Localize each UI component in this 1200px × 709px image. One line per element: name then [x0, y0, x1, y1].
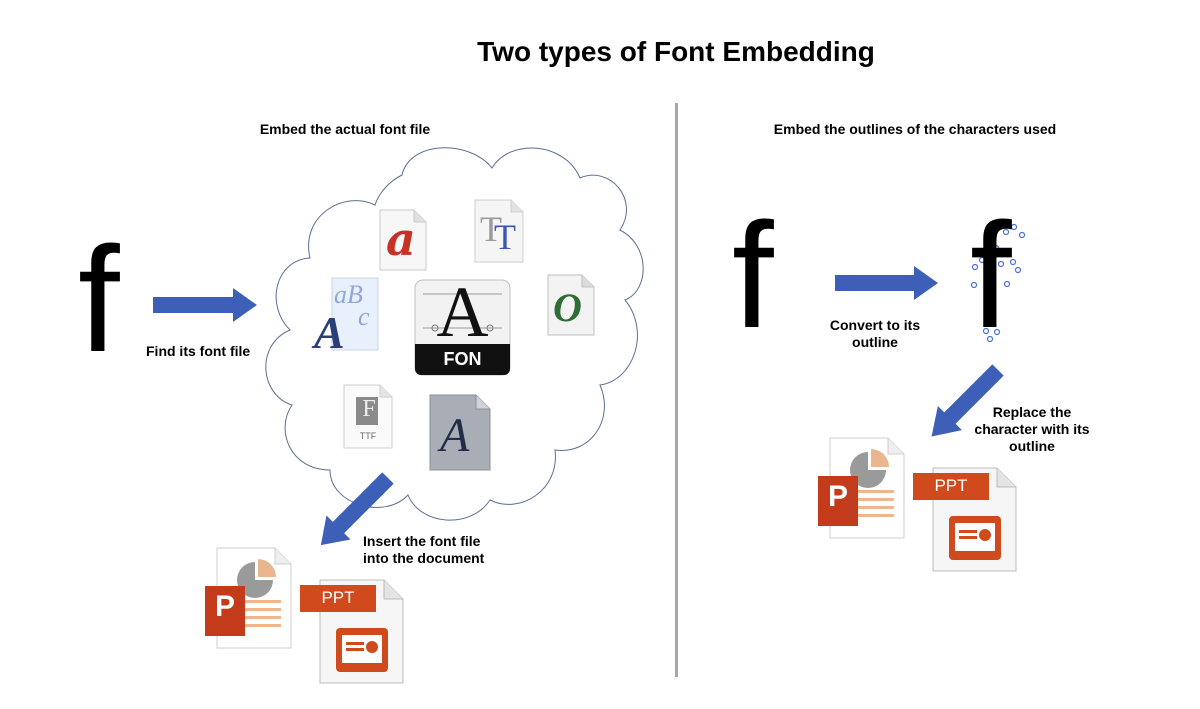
font-icon-fon [414, 279, 511, 376]
font-icon-abc [331, 277, 379, 351]
left-heading: Embed the actual font file [259, 121, 431, 137]
replace-label-line3: outline [1009, 438, 1055, 454]
left-letter-f: f [78, 215, 120, 383]
right-letter-f: f [732, 191, 774, 359]
font-icon-a-glyph: a [386, 212, 416, 266]
font-icon-abc-glyph1: aB [334, 280, 363, 309]
font-icon-ttf-glyph: F [362, 396, 376, 422]
font-icon-fon-glyph: A [436, 272, 489, 352]
convert-label-line1: Convert to its [829, 317, 921, 333]
font-icon-a [379, 209, 427, 271]
insert-label-line2: into the document [363, 550, 485, 566]
convert-arrow [835, 266, 938, 300]
right-ppt-label: PPT [934, 476, 968, 495]
left-ppt-document [300, 579, 404, 684]
outline-control-points [970, 223, 1026, 343]
convert-label-line2: outline [852, 334, 898, 350]
section-divider [675, 103, 678, 677]
find-label: Find its font file [146, 343, 251, 359]
font-icon-o-glyph: O [553, 285, 582, 330]
right-powerpoint-letter: P [827, 480, 848, 513]
font-icon-gray-a-glyph: A [440, 409, 470, 462]
replace-arrow [931, 364, 1004, 437]
left-powerpoint-icon [205, 547, 292, 649]
right-powerpoint-icon [818, 437, 905, 539]
font-icon-tt [474, 199, 524, 263]
insert-arrow [320, 472, 394, 546]
font-icon-gray-a [429, 394, 491, 471]
left-powerpoint-letter: P [214, 590, 235, 623]
find-arrow [153, 288, 257, 322]
right-outline-letter-f: f [970, 191, 1012, 359]
font-icon-abc-glyph2: c [358, 302, 370, 331]
font-icon-tt-glyph-back: T [480, 209, 502, 249]
right-heading: Embed the outlines of the characters use… [773, 121, 1057, 137]
insert-label-line1: Insert the font file [363, 533, 481, 549]
font-icon-o [547, 274, 595, 336]
page-title: Two types of Font Embedding [477, 36, 875, 67]
replace-label-line2: character with its [974, 421, 1090, 437]
font-icon-tt-glyph-front: T [494, 217, 516, 257]
replace-label-line1: Replace the [992, 404, 1072, 420]
right-ppt-document [913, 467, 1017, 572]
font-icon-fon-label: FON [443, 349, 482, 369]
font-icon-ttf [343, 384, 393, 449]
font-icon-abc-glyph3: A [314, 307, 345, 358]
left-ppt-label: PPT [321, 588, 355, 607]
font-icon-ttf-label: TTF [359, 431, 377, 441]
